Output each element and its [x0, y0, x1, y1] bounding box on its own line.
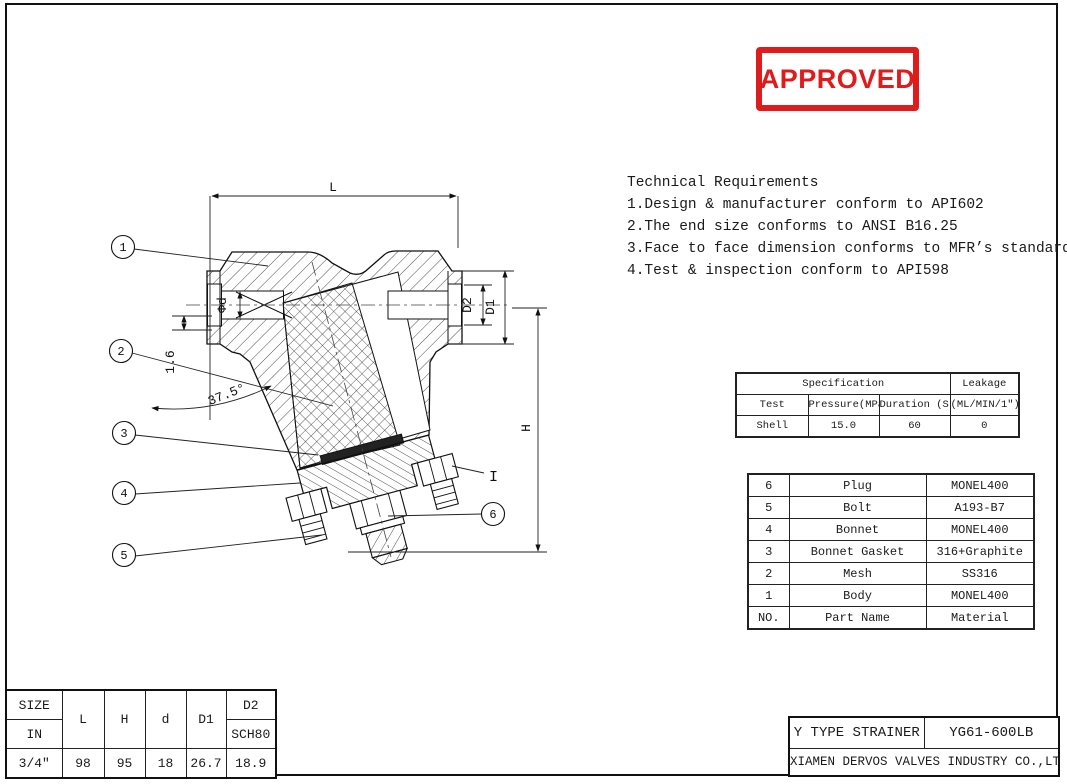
parts-row: 3 Bonnet Gasket 316+Graphite	[747, 540, 1035, 563]
balloon-5: 5	[120, 549, 127, 563]
leakage-header: Leakage	[949, 372, 1020, 395]
parts-material: MONEL400	[925, 473, 1035, 497]
size-table: SIZE L H d D1 D2 IN SCH80 3/4″ 98 95 18 …	[5, 689, 277, 779]
parts-name: Bonnet Gasket	[788, 540, 927, 563]
parts-row: 6 Plug MONEL400	[747, 473, 1035, 497]
balloon-3: 3	[120, 427, 127, 441]
technical-requirement-item: 2.The end size conforms to ANSI B16.25	[627, 219, 958, 235]
size-value: 18.9	[225, 748, 277, 779]
spec-col-leakage-unit: (ML/MIN/1″)	[949, 394, 1020, 416]
parts-row: 1 Body MONEL400	[747, 584, 1035, 607]
parts-name-header: Part Name	[788, 606, 927, 630]
parts-no: 2	[747, 562, 790, 585]
dim-label-h: H	[519, 424, 534, 432]
size-value: 95	[103, 748, 146, 779]
balloon-leaders	[131, 248, 483, 557]
balloon-4: 4	[120, 487, 127, 501]
parts-row: 4 Bonnet MONEL400	[747, 518, 1035, 541]
spec-col-pressure: Pressure(MPa)	[807, 394, 880, 416]
parts-name: Mesh	[788, 562, 927, 585]
size-values-row: 3/4″ 98 95 18 26.7 18.9	[5, 748, 277, 779]
spec-col-duration: Duration (S)	[878, 394, 951, 416]
spec-cell: 15.0	[807, 415, 880, 438]
size-col-d: d	[144, 689, 187, 749]
model-number: YG61-600LB	[923, 716, 1060, 749]
part-balloons: 1 2 3 4 5 6	[108, 234, 506, 568]
balloon-6: 6	[489, 508, 496, 522]
dim-label-socket-depth: 1.6	[163, 350, 178, 373]
parts-name: Plug	[788, 473, 927, 497]
parts-row: 5 Bolt A193-B7	[747, 496, 1035, 519]
spec-cell: Shell	[735, 415, 809, 438]
product-title: Y TYPE STRAINER	[788, 716, 925, 749]
technical-requirements-title: Technical Requirements	[627, 175, 819, 191]
parts-material: MONEL400	[925, 584, 1035, 607]
dim-label-d2: D2	[460, 297, 475, 313]
technical-requirement-item: 4.Test & inspection conform to API598	[627, 263, 949, 279]
balloon-1: 1	[119, 241, 126, 255]
approved-stamp: APPROVED	[756, 47, 919, 111]
technical-requirements: Technical Requirements 1.Design & manufa…	[627, 172, 1067, 282]
parts-material: MONEL400	[925, 518, 1035, 541]
size-value: 26.7	[185, 748, 227, 779]
parts-row: 2 Mesh SS316	[747, 562, 1035, 585]
nut-facets	[297, 456, 458, 541]
parts-name: Body	[788, 584, 927, 607]
dim-label-d1: D1	[483, 299, 498, 315]
parts-no: 1	[747, 584, 790, 607]
size-value: 3/4″	[5, 748, 63, 779]
spec-cell: 0	[949, 415, 1020, 438]
parts-no: 6	[747, 473, 790, 497]
size-in-label: IN	[5, 719, 63, 749]
spec-col-test: Test	[735, 394, 809, 416]
bolt-nuts	[285, 452, 460, 546]
dim-label-l: L	[329, 180, 337, 195]
parts-material: 316+Graphite	[925, 540, 1035, 563]
parts-material-header: Material	[925, 606, 1035, 630]
parts-no: 5	[747, 496, 790, 519]
parts-material: A193-B7	[925, 496, 1035, 519]
title-block: Y TYPE STRAINER YG61-600LB XIAMEN DERVOS…	[788, 716, 1060, 777]
parts-list-table: 6 Plug MONEL400 5 Bolt A193-B7 4 Bonnet …	[747, 473, 1035, 630]
dim-label-phid: Φd	[215, 297, 230, 313]
spec-header: Specification	[735, 372, 951, 395]
detail-i-label: I	[489, 469, 498, 486]
parts-name: Bonnet	[788, 518, 927, 541]
parts-material: SS316	[925, 562, 1035, 585]
test-spec-table: Specification Leakage Test Pressure(MPa)…	[735, 372, 1021, 438]
company-name: XIAMEN DERVOS VALVES INDUSTRY CO.,LTD.	[788, 748, 1060, 777]
size-col-d1: D1	[185, 689, 227, 749]
parts-header-row: NO. Part Name Material	[747, 606, 1035, 630]
dim-label-angle: 37.5°	[206, 380, 248, 409]
technical-requirement-item: 3.Face to face dimension conforms to MFR…	[627, 241, 1067, 257]
spec-cell: 60	[878, 415, 951, 438]
sheet-border	[5, 3, 1058, 776]
technical-requirement-item: 1.Design & manufacturer conform to API60…	[627, 197, 984, 213]
parts-name: Bolt	[788, 496, 927, 519]
dimension-lines	[151, 193, 547, 553]
size-value: 18	[144, 748, 187, 779]
size-col-l: L	[61, 689, 105, 749]
size-value: 98	[61, 748, 105, 779]
size-col-d2: D2	[225, 689, 277, 720]
balloon-2: 2	[117, 345, 124, 359]
size-label: SIZE	[5, 689, 63, 720]
size-sch-label: SCH80	[225, 719, 277, 749]
parts-no: 4	[747, 518, 790, 541]
bonnet-assembly	[285, 433, 460, 566]
parts-no: 3	[747, 540, 790, 563]
approved-stamp-label: APPROVED	[759, 63, 916, 94]
parts-no-header: NO.	[747, 606, 790, 630]
size-col-h: H	[103, 689, 146, 749]
